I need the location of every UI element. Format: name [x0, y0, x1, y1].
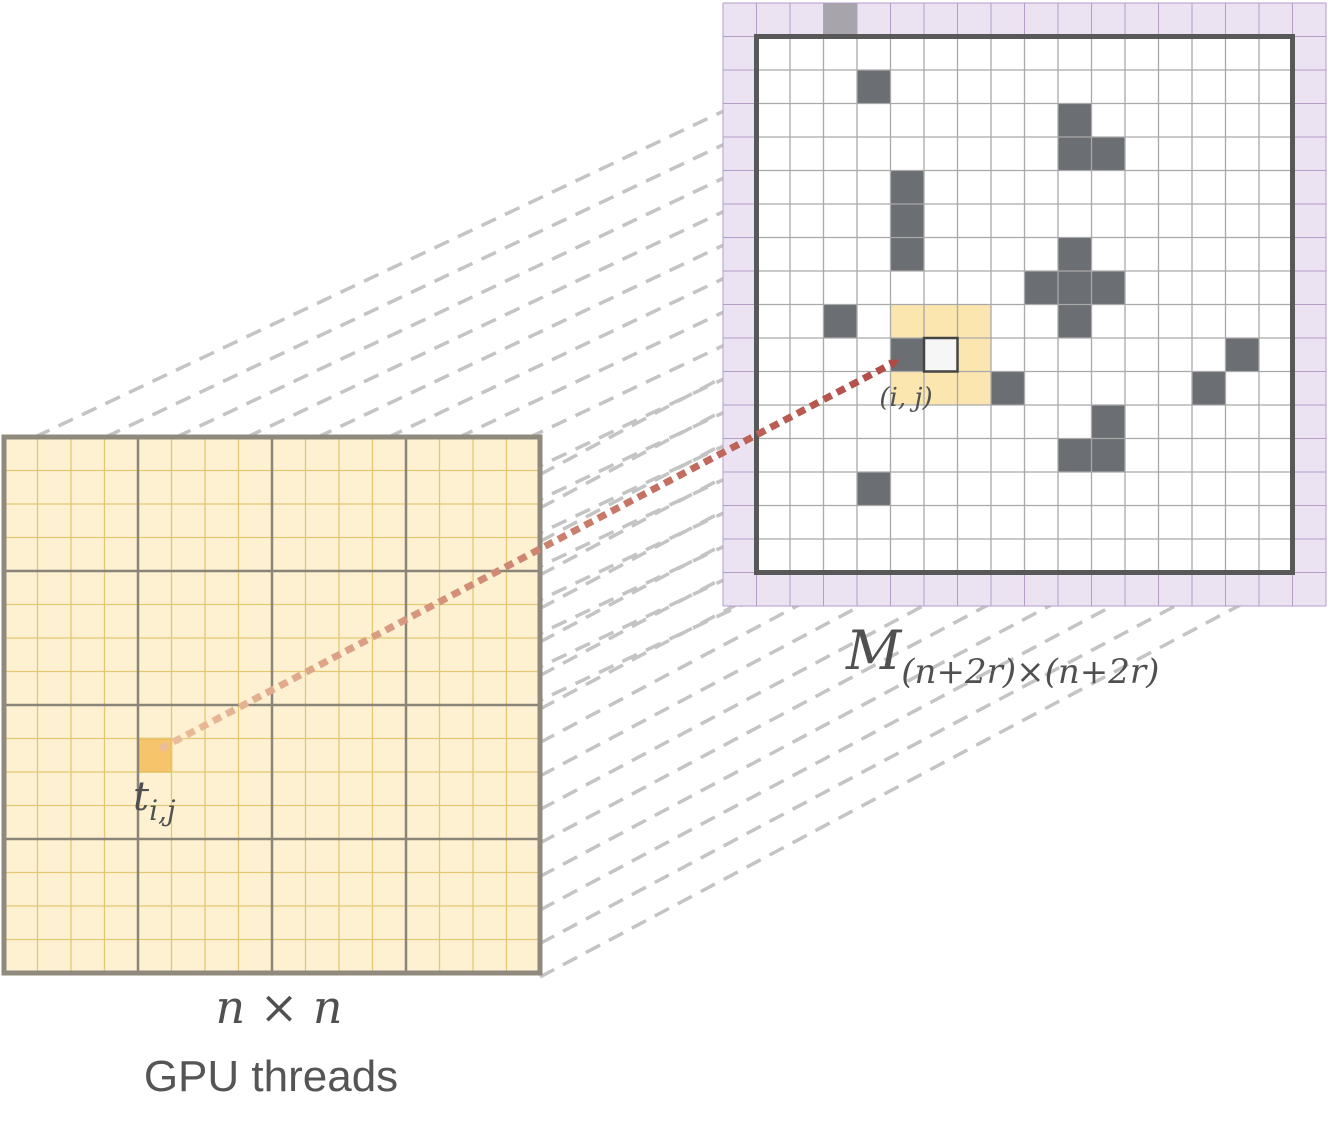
- obstacle-cell: [857, 472, 891, 506]
- obstacle-cell: [890, 204, 924, 238]
- projection-line: [539, 413, 1284, 812]
- thread-label-main: t: [133, 774, 150, 820]
- obstacle-cell: [1091, 405, 1125, 439]
- obstacle-cell: [1058, 438, 1092, 472]
- obstacle-cell: [1091, 271, 1125, 305]
- obstacle-cell: [857, 70, 891, 104]
- matrix-label-main: M: [845, 619, 903, 682]
- thread-grid: [1, 434, 543, 976]
- projection-line: [539, 547, 1284, 946]
- obstacle-cell: [1058, 137, 1092, 171]
- matrix-label-subscript: (n+2r)×(n+2r): [901, 652, 1159, 692]
- grid-size-label: n × n: [215, 980, 342, 1034]
- obstacle-cell: [1058, 103, 1092, 137]
- obstacle-cell: [1091, 438, 1125, 472]
- thread-to-cell-arrow: [158, 358, 900, 753]
- obstacle-cell: [991, 371, 1025, 405]
- obstacle-cell: [1091, 137, 1125, 171]
- obstacle-cell: [1058, 304, 1092, 338]
- halo-obstacle-cell: [823, 3, 857, 37]
- obstacle-cell: [890, 237, 924, 271]
- matrix-grid: [722, 2, 1327, 607]
- obstacle-cell: [890, 170, 924, 204]
- matrix-label: M(n+2r)×(n+2r): [845, 619, 1159, 692]
- obstacle-cell: [1225, 338, 1259, 372]
- obstacle-cell: [1058, 237, 1092, 271]
- projection-line: [539, 446, 1284, 845]
- matrix-border: [754, 34, 1295, 575]
- projection-line: [539, 580, 1284, 979]
- grid-caption: GPU threads: [144, 1052, 398, 1101]
- projection-line: [34, 108, 798, 473]
- target-cell: [922, 336, 959, 373]
- obstacle-cell: [1192, 371, 1226, 405]
- thread-label-subscript: i,j: [149, 794, 176, 827]
- thread-grid-border: [1, 434, 543, 976]
- obstacle-cell: [1058, 271, 1092, 305]
- thread-label: ti,j: [133, 774, 176, 827]
- obstacle-cell: [1024, 271, 1058, 305]
- projection-line: [539, 513, 1284, 912]
- cell-label: (i, j): [879, 383, 932, 413]
- projection-line: [34, 74, 798, 439]
- obstacle-cell: [823, 304, 857, 338]
- obstacle-cell: [890, 338, 924, 372]
- projection-line: [539, 480, 1284, 879]
